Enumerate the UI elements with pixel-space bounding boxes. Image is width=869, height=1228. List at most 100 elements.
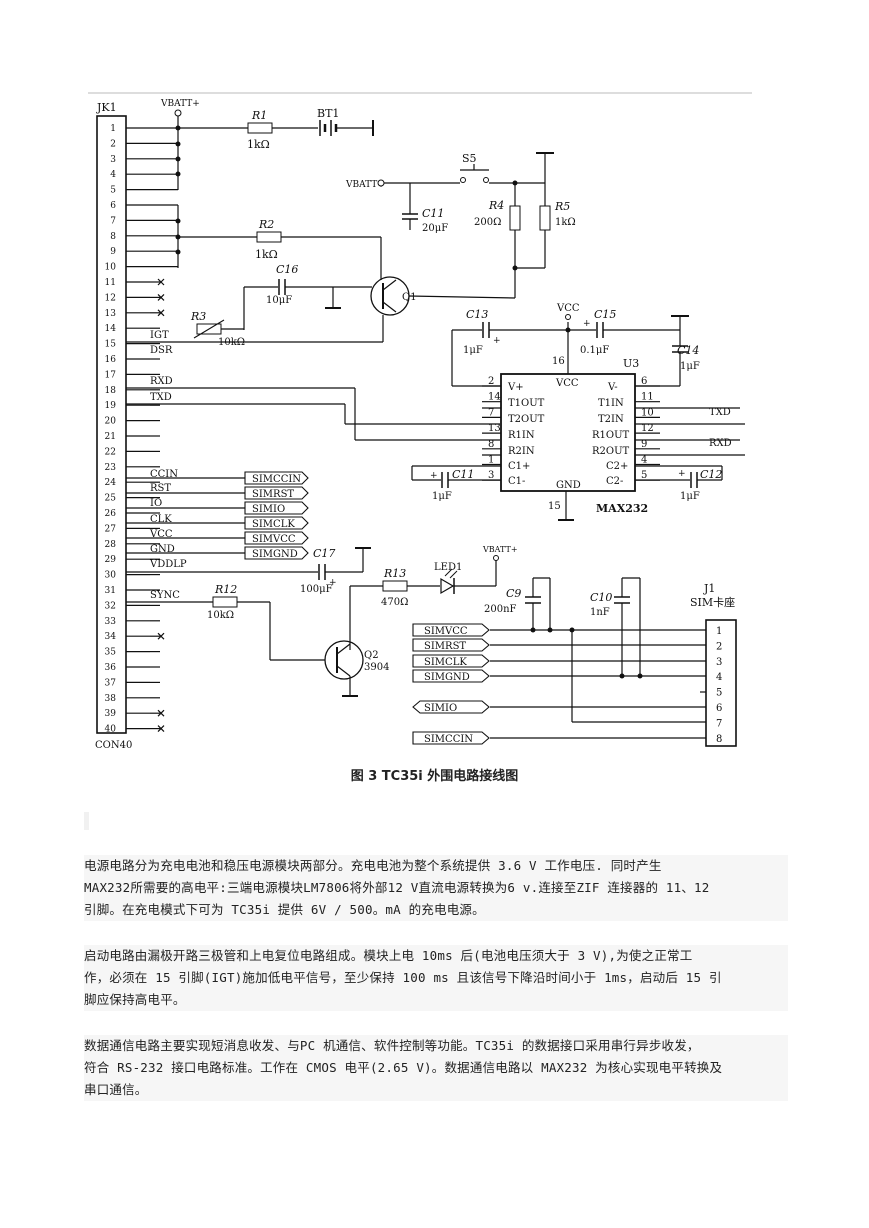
max232-right-io: TXD RXD — [635, 407, 745, 456]
net-tag-simvcc: SIMVCC — [424, 626, 468, 637]
connector-pin-number: 35 — [105, 648, 117, 658]
svg-text:C14: C14 — [677, 344, 699, 357]
svg-text:200Ω: 200Ω — [474, 217, 501, 228]
paragraph-data-communication: 数据通信电路主要实现短消息收发、与PC 机通信、软件控制等功能。TC35i 的数… — [84, 1035, 788, 1101]
svg-text:VCC: VCC — [556, 303, 580, 314]
svg-text:Q1: Q1 — [402, 292, 417, 303]
svg-text:+: + — [329, 578, 337, 588]
capacitor-c15: C15 0.1μF + — [568, 308, 689, 356]
svg-text:0.1μF: 0.1μF — [580, 345, 609, 356]
svg-text:C13: C13 — [466, 308, 488, 321]
connector-pin-number: 36 — [105, 663, 117, 673]
connector-jk1: JK1 CON40 123456789101112131415161718192… — [95, 101, 178, 751]
connector-pin-number: 6 — [110, 201, 116, 211]
ic-pin-number: 4 — [641, 455, 647, 466]
resistor-r5: R5 1kΩ — [512, 200, 576, 271]
net-tag-simvcc: SIMVCC — [252, 534, 296, 545]
connector-pin-number: 17 — [105, 370, 117, 380]
svg-text:IGT: IGT — [150, 330, 169, 341]
connector-pin-number: 10 — [105, 263, 117, 273]
svg-text:+: + — [493, 336, 501, 346]
connector-pin-number: 15 — [105, 340, 117, 350]
separator — [84, 812, 89, 830]
svg-text:16: 16 — [552, 356, 565, 367]
svg-text:R1OUT: R1OUT — [592, 430, 630, 441]
svg-text:VDDLP: VDDLP — [149, 559, 187, 570]
net-tag-simio_alt: SIMIO — [424, 703, 457, 714]
net-tag-simio: SIMIO — [252, 504, 285, 515]
connector-pin-number: 31 — [105, 586, 116, 596]
switch-s5: VBATT+ S5 — [345, 152, 554, 268]
sim-pin-number: 7 — [716, 718, 722, 729]
svg-text:IO: IO — [150, 498, 162, 509]
connector-pin-number: 16 — [105, 355, 117, 365]
connector-pin-number: 40 — [105, 725, 117, 735]
svg-text:C2-: C2- — [606, 476, 623, 487]
connector-pin-number: 4 — [110, 170, 116, 180]
svg-text:470Ω: 470Ω — [381, 597, 408, 608]
paragraph-power-circuit: 电源电路分为充电电池和稳压电源模块两部分。充电电池为整个系统提供 3.6 V 工… — [84, 855, 788, 921]
connector-pin-number: 38 — [105, 694, 117, 704]
connector-pin-number: 24 — [105, 478, 117, 488]
svg-text:R4: R4 — [488, 199, 504, 212]
connector-pin-number: 14 — [105, 324, 117, 334]
capacitor-c12: + C12 1μF — [635, 465, 723, 502]
svg-text:C15: C15 — [594, 308, 616, 321]
ic-pin-number: 11 — [641, 392, 654, 403]
capacitor-c17: C17 100μF + — [126, 547, 371, 595]
capacitor-c10: C10 1nF — [590, 577, 641, 676]
net-tag-simccin: SIMCCIN — [424, 734, 473, 745]
connector-pin-number: 23 — [105, 463, 117, 473]
svg-text:1μF: 1μF — [432, 491, 452, 502]
ic-pin-number: 6 — [641, 376, 647, 387]
battery-bt1: BT1 — [317, 107, 374, 136]
connector-pin-number: 2 — [110, 139, 116, 149]
svg-text:R1IN: R1IN — [508, 430, 535, 441]
svg-text:R2IN: R2IN — [508, 446, 535, 457]
svg-text:10kΩ: 10kΩ — [207, 610, 234, 621]
capacitor-c13: C13 1μF + — [451, 308, 571, 387]
ic-pin-number: 3 — [488, 470, 494, 481]
net-tag-simrst: SIMRST — [252, 489, 294, 500]
figure-caption: 图 3 TC35i 外围电路接线图 — [350, 769, 519, 784]
connector-part: CON40 — [95, 740, 132, 751]
svg-text:+: + — [678, 469, 686, 479]
sim-pin-number: 1 — [716, 626, 722, 637]
svg-text:S5: S5 — [462, 152, 477, 165]
connector-pin-number: 34 — [105, 632, 117, 642]
svg-text:C11: C11 — [452, 468, 474, 481]
svg-text:VBATT+: VBATT+ — [345, 180, 385, 190]
connector-pin-number: 32 — [105, 601, 116, 611]
resistor-r1: R1 1kΩ — [178, 109, 318, 151]
sim-pin-number: 3 — [716, 657, 722, 668]
svg-text:VCC: VCC — [149, 529, 173, 540]
connector-pin-number: 11 — [105, 278, 116, 288]
connector-pin-number: 8 — [110, 232, 116, 242]
svg-text:C2+: C2+ — [606, 461, 628, 472]
sim-pin-number: 4 — [716, 672, 722, 683]
paragraph-startup-circuit: 启动电路由漏极开路三极管和上电复位电路组成。模块上电 10ms 后(电池电压须大… — [84, 945, 788, 1011]
svg-text:GND: GND — [150, 544, 175, 555]
svg-text:MAX232: MAX232 — [596, 502, 648, 515]
resistor-r2: R2 1kΩ — [178, 218, 382, 280]
connector-pin-number: 3 — [110, 155, 116, 165]
sim-pin-number: 2 — [716, 641, 722, 652]
svg-text:C1+: C1+ — [508, 461, 530, 472]
connector-pin-number: 9 — [110, 247, 116, 257]
svg-text:R5: R5 — [554, 200, 570, 213]
svg-text:C11: C11 — [422, 207, 444, 220]
sim-pin-number: 6 — [716, 703, 722, 714]
connector-pin-number: 22 — [105, 447, 116, 457]
svg-text:3904: 3904 — [364, 662, 389, 673]
connector-pin-number: 25 — [105, 494, 117, 504]
svg-text:C17: C17 — [313, 547, 335, 560]
ic-pin-number: 8 — [488, 439, 494, 450]
svg-text:C10: C10 — [590, 591, 612, 604]
svg-text:RST: RST — [150, 483, 171, 494]
transistor-q1: Q1 — [370, 276, 516, 342]
svg-text:T1OUT: T1OUT — [508, 398, 545, 409]
svg-text:T2IN: T2IN — [598, 414, 624, 425]
vcc-node: VCC — [556, 303, 580, 320]
